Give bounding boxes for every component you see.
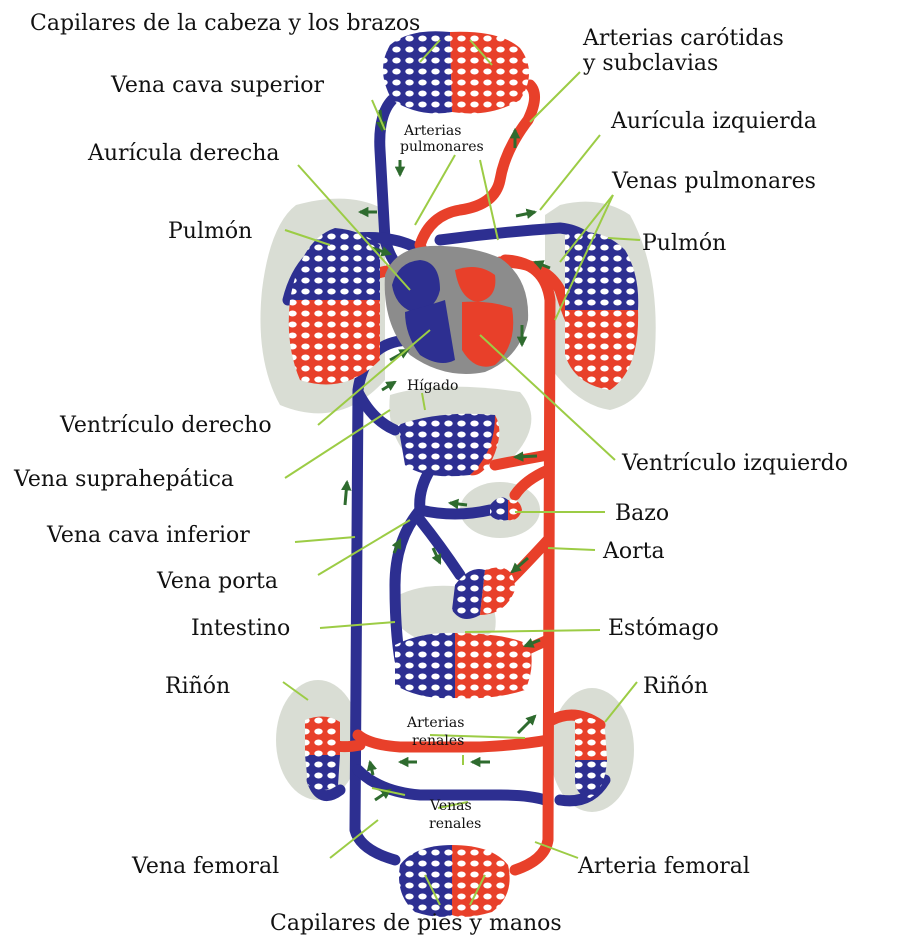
splenic-branch: [420, 510, 490, 514]
left-kidney-capillaries-venous: [305, 755, 340, 790]
label-venas-renales-2: renales: [429, 816, 481, 832]
label-ventriculo-derecho: Ventrículo derecho: [59, 413, 272, 438]
label-auricula-derecha: Aurícula derecha: [87, 141, 280, 166]
label-capilares-pies: Capilares de pies y manos: [270, 911, 562, 936]
feet-capillaries-venous: [399, 845, 452, 917]
label-bazo: Bazo: [615, 501, 669, 526]
head-capillaries-arterial: [450, 32, 529, 114]
feet-capillaries-arterial: [452, 845, 510, 917]
heart: [385, 246, 528, 374]
renal-vein-left: [358, 770, 545, 800]
label-higado: Hígado: [407, 378, 458, 394]
gastric-branch: [420, 520, 460, 575]
label-arteria-femoral: Arteria femoral: [577, 854, 750, 879]
label-capilares-cabeza: Capilares de la cabeza y los brazos: [30, 11, 420, 36]
label-arterias-carotidas-1: Arterias carótidas: [582, 26, 784, 51]
label-arterias-carotidas-2: y subclavias: [582, 51, 718, 76]
intestine-capillaries-arterial: [455, 633, 532, 698]
label-arterias-pulmonares-1: Arterias: [403, 123, 461, 139]
stomach-capillaries-arterial: [480, 568, 515, 616]
splenic-artery: [515, 470, 548, 495]
label-arterias-renales-2: renales: [412, 733, 464, 749]
label-venas-renales-1: Venas: [429, 798, 472, 814]
label-auricula-izquierda: Aurícula izquierda: [610, 109, 817, 134]
label-arterias-renales-1: Arterias: [406, 715, 464, 731]
intestine-capillaries-venous: [395, 633, 455, 698]
label-arterias-pulmonares-2: pulmonares: [400, 139, 484, 155]
label-rinon-derecho: Riñón: [643, 674, 708, 699]
label-vena-cava-superior: Vena cava superior: [110, 73, 325, 98]
gastric-artery: [510, 540, 548, 580]
label-vena-suprahepatica: Vena suprahepática: [13, 467, 234, 492]
label-venas-pulmonares: Venas pulmonares: [611, 169, 816, 194]
label-vena-femoral: Vena femoral: [131, 854, 279, 879]
label-ventriculo-izquierdo: Ventrículo izquierdo: [621, 451, 848, 476]
label-pulmon-izquierdo: Pulmón: [168, 219, 252, 244]
label-estomago: Estómago: [608, 616, 719, 641]
label-aorta: Aorta: [602, 539, 665, 564]
label-pulmon-derecho: Pulmón: [642, 231, 726, 256]
label-rinon-izquierdo: Riñón: [165, 674, 230, 699]
label-vena-porta: Vena porta: [156, 569, 278, 594]
left-kidney-capillaries-arterial: [305, 716, 340, 755]
label-vena-cava-inferior: Vena cava inferior: [46, 523, 250, 548]
label-intestino: Intestino: [191, 616, 290, 641]
